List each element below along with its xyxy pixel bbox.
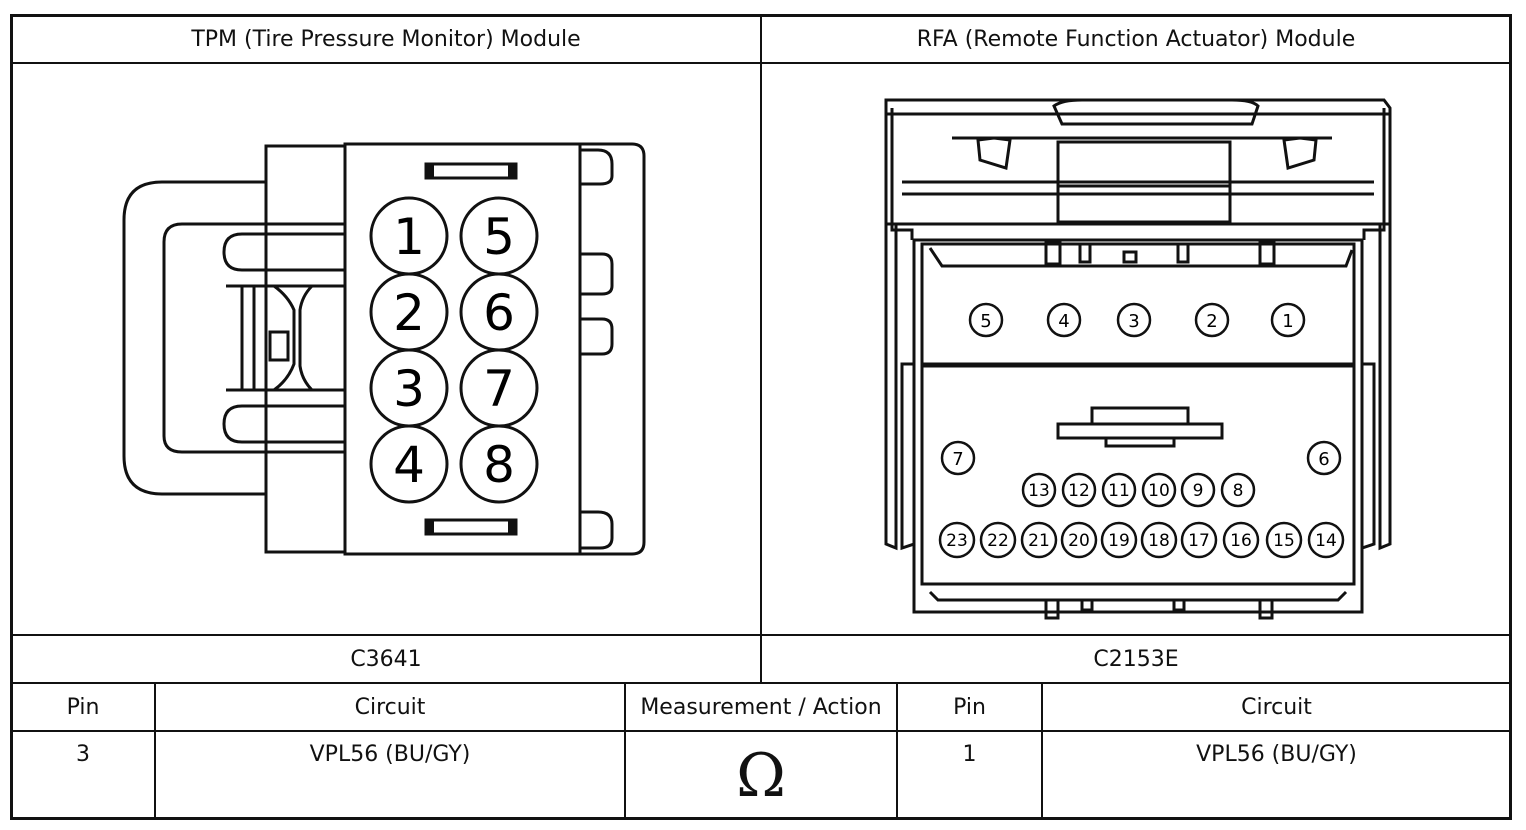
rfa-pin-label: 14: [1315, 531, 1337, 551]
rfa-pin-16: 16: [1222, 521, 1260, 559]
rfa-pin-label: 18: [1148, 531, 1170, 551]
rfa-pin-label: 4: [1058, 311, 1069, 332]
tpm-connector-id: C3641: [350, 647, 422, 672]
row-circuit-b: VPL56 (BU/GY): [1196, 742, 1357, 767]
rfa-pin-21: 21: [1020, 521, 1058, 559]
rfa-upper-pin-row: 5 4 3 2 1: [968, 302, 1306, 338]
tpm-pin-label: 6: [483, 284, 515, 342]
rfa-pin-label: 13: [1028, 481, 1050, 501]
rfa-pin-8: 8: [1220, 472, 1256, 508]
rfa-pin-23: 23: [938, 521, 976, 559]
rfa-pin-20: 20: [1060, 521, 1098, 559]
tpm-connector-diagram: 1 2 3 4 5 6 7 8: [122, 142, 646, 556]
tpm-pin-7: 7: [459, 348, 539, 428]
tpm-pin-label: 4: [393, 436, 425, 494]
tpm-pin-column-right: 5 6 7 8: [459, 196, 539, 504]
table-header-circuit-a: Circuit: [354, 695, 426, 720]
rfa-pin-6: 6: [1306, 440, 1342, 476]
tpm-pin-label: 5: [483, 208, 515, 266]
rfa-pin-10: 10: [1141, 472, 1177, 508]
rfa-pin-label: 5: [980, 311, 991, 332]
rfa-pin-4: 4: [1046, 302, 1082, 338]
rfa-pin-label: 3: [1128, 311, 1139, 332]
tpm-pin-4: 4: [369, 424, 449, 504]
rfa-pin-label: 11: [1108, 481, 1130, 501]
rfa-pin-label: 12: [1068, 481, 1090, 501]
tpm-pin-1: 1: [369, 196, 449, 276]
rfa-pin-15: 15: [1265, 521, 1303, 559]
rfa-pin-22: 22: [979, 521, 1017, 559]
rfa-pin-17: 17: [1180, 521, 1218, 559]
tpm-module-title: TPM (Tire Pressure Monitor) Module: [191, 27, 581, 52]
rfa-pin-label: 1: [1282, 311, 1293, 332]
table-col-divider-2: [624, 682, 626, 820]
tpm-pin-2: 2: [369, 272, 449, 352]
table-col-divider-1: [154, 682, 156, 820]
table-col-divider-3: [896, 682, 898, 820]
rfa-pin-label: 20: [1068, 531, 1090, 551]
rfa-pin-label: 19: [1108, 531, 1130, 551]
row-pin-a: 3: [76, 742, 90, 767]
rfa-connector-diagram: 5 4 3 2 1 7 6 13 12 11 10 9 8 23 22 21 2…: [884, 98, 1392, 620]
rfa-pin-label: 17: [1188, 531, 1210, 551]
tpm-pin-label: 3: [393, 360, 425, 418]
rfa-pin-label: 6: [1318, 449, 1329, 470]
rfa-pin-label: 10: [1148, 481, 1170, 501]
resistance-omega-icon: Ω: [736, 741, 786, 811]
rfa-pin-1: 1: [1270, 302, 1306, 338]
rfa-bottom-pin-row: 23 22 21 20 19 18 17 16 15 14: [938, 521, 1345, 559]
tpm-pin-label: 7: [483, 360, 515, 418]
rfa-pin-14: 14: [1307, 521, 1345, 559]
rfa-pin-3: 3: [1116, 302, 1152, 338]
tpm-pin-label: 8: [483, 436, 515, 494]
rfa-pin-2: 2: [1194, 302, 1230, 338]
rfa-middle-pin-row: 13 12 11 10 9 8: [1021, 472, 1256, 508]
rfa-module-title: RFA (Remote Function Actuator) Module: [916, 27, 1356, 52]
rfa-connector-id: C2153E: [1093, 647, 1179, 672]
rfa-pin-18: 18: [1140, 521, 1178, 559]
tpm-pin-label: 2: [393, 284, 425, 342]
rfa-pin-label: 21: [1028, 531, 1050, 551]
table-header-measurement: Measurement / Action: [640, 695, 882, 720]
rfa-pin-5: 5: [968, 302, 1004, 338]
rfa-pin-12: 12: [1061, 472, 1097, 508]
tpm-pin-6: 6: [459, 272, 539, 352]
tpm-pin-8: 8: [459, 424, 539, 504]
rfa-pin-label: 15: [1273, 531, 1295, 551]
table-header-divider: [10, 730, 1512, 732]
rfa-pin-label: 16: [1230, 531, 1252, 551]
rfa-pin-11: 11: [1101, 472, 1137, 508]
rfa-pin-13: 13: [1021, 472, 1057, 508]
table-row: 3 VPL56 (BU/GY) Ω 1 VPL56 (BU/GY): [12, 732, 1510, 818]
tpm-pin-3: 3: [369, 348, 449, 428]
table-col-divider-4: [1041, 682, 1043, 820]
rfa-pin-label: 7: [952, 449, 963, 470]
module-divider: [760, 14, 762, 684]
tpm-pin-label: 1: [393, 208, 425, 266]
rfa-pin-label: 23: [946, 531, 968, 551]
tpm-pin-5: 5: [459, 196, 539, 276]
row-circuit-a: VPL56 (BU/GY): [309, 742, 471, 767]
table-header-pin-b: Pin: [953, 695, 986, 720]
row-pin-b: 1: [962, 742, 977, 767]
rfa-pin-label: 8: [1233, 481, 1244, 501]
tpm-pin-column-left: 1 2 3 4: [369, 196, 449, 504]
rfa-pin-label: 9: [1193, 481, 1204, 501]
rfa-pin-label: 2: [1206, 311, 1217, 332]
rfa-pin-7: 7: [940, 440, 976, 476]
rfa-pin-19: 19: [1100, 521, 1138, 559]
rfa-pin-label: 22: [987, 531, 1009, 551]
table-header-circuit-b: Circuit: [1241, 695, 1312, 720]
table-header-pin-a: Pin: [66, 695, 100, 720]
rfa-pin-9: 9: [1180, 472, 1216, 508]
